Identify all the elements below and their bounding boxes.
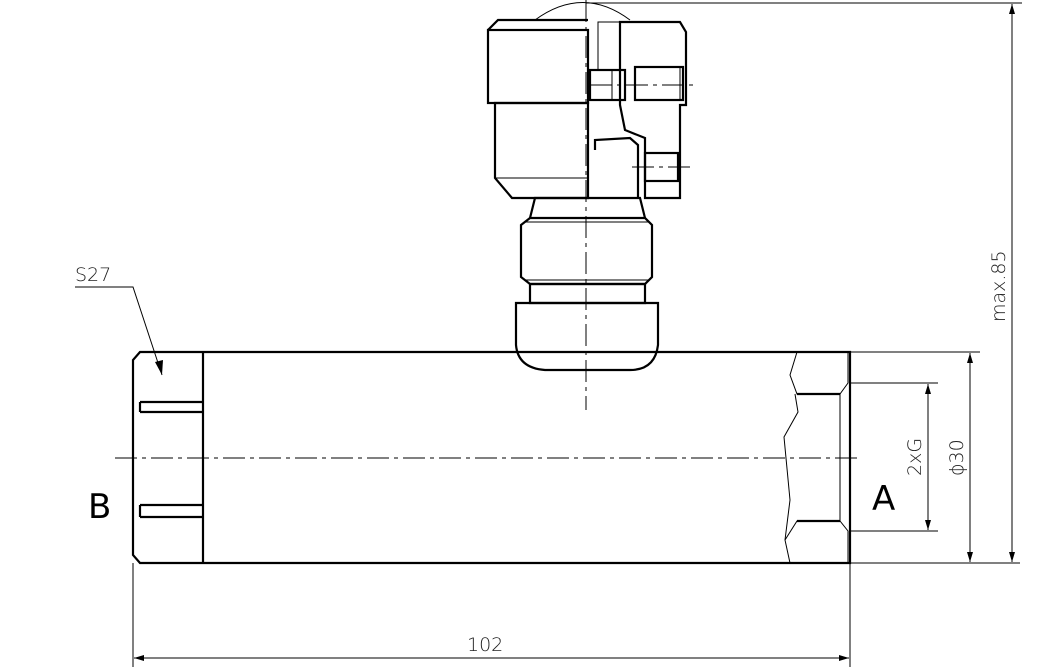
length-label: 102 (467, 634, 503, 656)
thread-label: 2xG (904, 438, 926, 476)
port-a-label: A (872, 479, 895, 519)
dimensions (75, 2, 1022, 667)
adjuster-assembly (486, 2, 688, 372)
port-b-label: B (88, 487, 111, 527)
max-height-label: max.85 (988, 250, 1010, 322)
hex-size-label: S27 (75, 264, 111, 286)
diameter-label: ϕ30 (946, 439, 968, 476)
